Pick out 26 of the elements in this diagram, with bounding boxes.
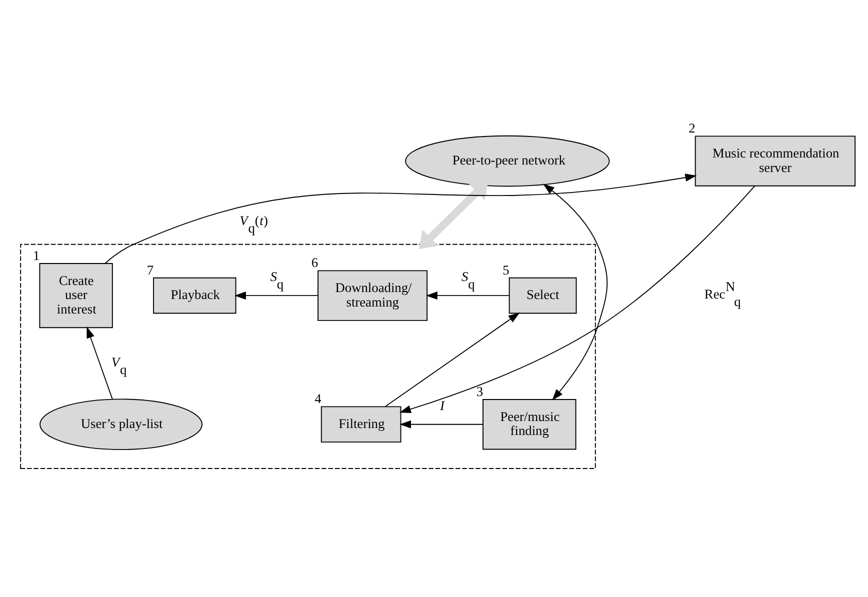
arrow <box>234 291 318 300</box>
node-label: 2 <box>688 120 696 136</box>
node-label: 5 <box>502 262 510 277</box>
arrow <box>426 291 510 300</box>
node-box: Create user interest <box>39 262 113 328</box>
arrow <box>104 173 697 264</box>
node-label: 4 <box>314 390 322 406</box>
node-box: Downloading/ streaming <box>318 270 428 320</box>
node-box: Music recommendation server <box>694 135 856 186</box>
node-box: Peer/music finding <box>482 398 576 450</box>
node-ellipse: Peer-to-peer network <box>405 134 610 186</box>
node-label: 1 <box>33 247 40 262</box>
node-box: Playback <box>153 276 236 314</box>
node-label: 6 <box>311 254 318 270</box>
node-ellipse: User’s play-list <box>40 398 202 450</box>
cluster <box>20 243 596 468</box>
node-box: Filtering <box>320 406 402 442</box>
node-box: Select <box>508 276 577 314</box>
arrow <box>86 326 113 400</box>
node-label: 7 <box>146 262 154 277</box>
arrow <box>384 312 520 406</box>
edge-label: I <box>440 397 444 412</box>
arrow <box>400 420 484 428</box>
arrow <box>543 183 608 400</box>
arrow <box>399 185 756 413</box>
node-label: 3 <box>476 383 484 398</box>
